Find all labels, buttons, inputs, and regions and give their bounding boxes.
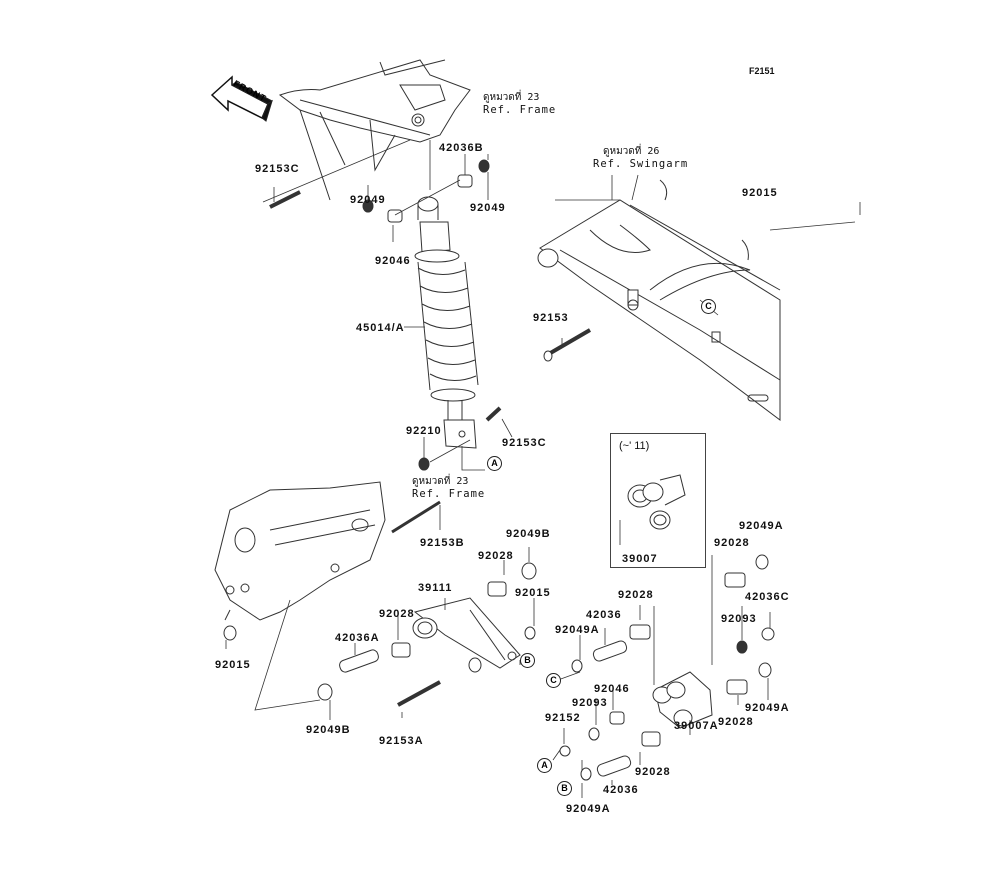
part-label[interactable]: 92049 bbox=[350, 194, 386, 206]
part-label[interactable]: 92028 bbox=[618, 589, 654, 601]
ref-swingarm-text: Ref. Swingarm bbox=[593, 158, 689, 170]
variant-box: (~' 11) bbox=[610, 433, 706, 568]
part-label[interactable]: 92028 bbox=[714, 537, 750, 549]
part-label[interactable]: 92046 bbox=[594, 683, 630, 695]
ref-swingarm[interactable]: ดูหมวดที่ 26 Ref. Swingarm bbox=[593, 146, 688, 170]
part-label[interactable]: 92153 bbox=[533, 312, 569, 324]
part-label[interactable]: 42036A bbox=[335, 632, 380, 644]
part-label[interactable]: 92015 bbox=[215, 659, 251, 671]
part-label[interactable]: 92015 bbox=[742, 187, 778, 199]
ref-frame-top-thai: ดูหมวดที่ 23 bbox=[483, 92, 540, 103]
variant-label: (~' 11) bbox=[619, 440, 650, 452]
callout-b: B bbox=[520, 653, 535, 668]
ref-frame-mid-thai: ดูหมวดที่ 23 bbox=[412, 476, 469, 487]
callout-c-lower: C bbox=[546, 673, 561, 688]
part-label[interactable]: 92210 bbox=[406, 425, 442, 437]
callout-a: A bbox=[487, 456, 502, 471]
part-label[interactable]: 92049A bbox=[739, 520, 784, 532]
part-label[interactable]: 92153C bbox=[502, 437, 547, 449]
part-label-39007[interactable]: 39007 bbox=[622, 553, 658, 565]
callout-c: C bbox=[701, 299, 716, 314]
figure-code: F2151 bbox=[749, 66, 775, 76]
frame-lower-drawing bbox=[214, 481, 386, 621]
part-label[interactable]: 92049B bbox=[506, 528, 551, 540]
ref-swingarm-thai: ดูหมวดที่ 26 bbox=[603, 146, 660, 157]
part-label[interactable]: 92153C bbox=[255, 163, 300, 175]
ref-frame-top-text: Ref. Frame bbox=[483, 104, 557, 116]
part-label[interactable]: 92046 bbox=[375, 255, 411, 267]
part-label[interactable]: 92049A bbox=[745, 702, 790, 714]
part-label[interactable]: 39111 bbox=[418, 582, 453, 594]
part-label[interactable]: 92153B bbox=[420, 537, 465, 549]
part-label[interactable]: 92049A bbox=[566, 803, 611, 815]
part-label[interactable]: 42036C bbox=[745, 591, 790, 603]
rocker-arm-drawing bbox=[412, 597, 521, 673]
part-label[interactable]: 92049B bbox=[306, 724, 351, 736]
part-label[interactable]: 42036B bbox=[439, 142, 484, 154]
callout-b-lower: B bbox=[557, 781, 572, 796]
tie-rod-drawing bbox=[652, 671, 713, 729]
part-label[interactable]: 92152 bbox=[545, 712, 581, 724]
part-label[interactable]: 92093 bbox=[721, 613, 757, 625]
small-parts bbox=[223, 159, 775, 781]
leader-lines bbox=[225, 139, 861, 798]
part-label[interactable]: 92028 bbox=[478, 550, 514, 562]
part-label[interactable]: 92015 bbox=[515, 587, 551, 599]
ref-frame-mid[interactable]: ดูหมวดที่ 23 Ref. Frame bbox=[412, 476, 485, 500]
swingarm-drawing bbox=[537, 179, 781, 421]
ref-frame-top[interactable]: ดูหมวดที่ 23 Ref. Frame bbox=[483, 92, 556, 116]
callout-a-lower: A bbox=[537, 758, 552, 773]
part-label[interactable]: 42036 bbox=[586, 609, 622, 621]
part-label[interactable]: 92093 bbox=[572, 697, 608, 709]
part-label[interactable]: 92028 bbox=[635, 766, 671, 778]
part-label[interactable]: 45014/A bbox=[356, 322, 405, 334]
part-label[interactable]: 92028 bbox=[718, 716, 754, 728]
part-label[interactable]: 92049 bbox=[470, 202, 506, 214]
part-label[interactable]: 42036 bbox=[603, 784, 639, 796]
part-label[interactable]: 92028 bbox=[379, 608, 415, 620]
frame-upper-drawing bbox=[278, 59, 471, 201]
part-label[interactable]: 39007A bbox=[674, 720, 719, 732]
shock-absorber-drawing bbox=[414, 196, 479, 449]
part-label[interactable]: 92153A bbox=[379, 735, 424, 747]
front-arrow-icon bbox=[210, 75, 273, 122]
ref-frame-mid-text: Ref. Frame bbox=[412, 488, 486, 500]
variant-39007-drawing bbox=[627, 474, 686, 530]
part-label[interactable]: 92049A bbox=[555, 624, 600, 636]
